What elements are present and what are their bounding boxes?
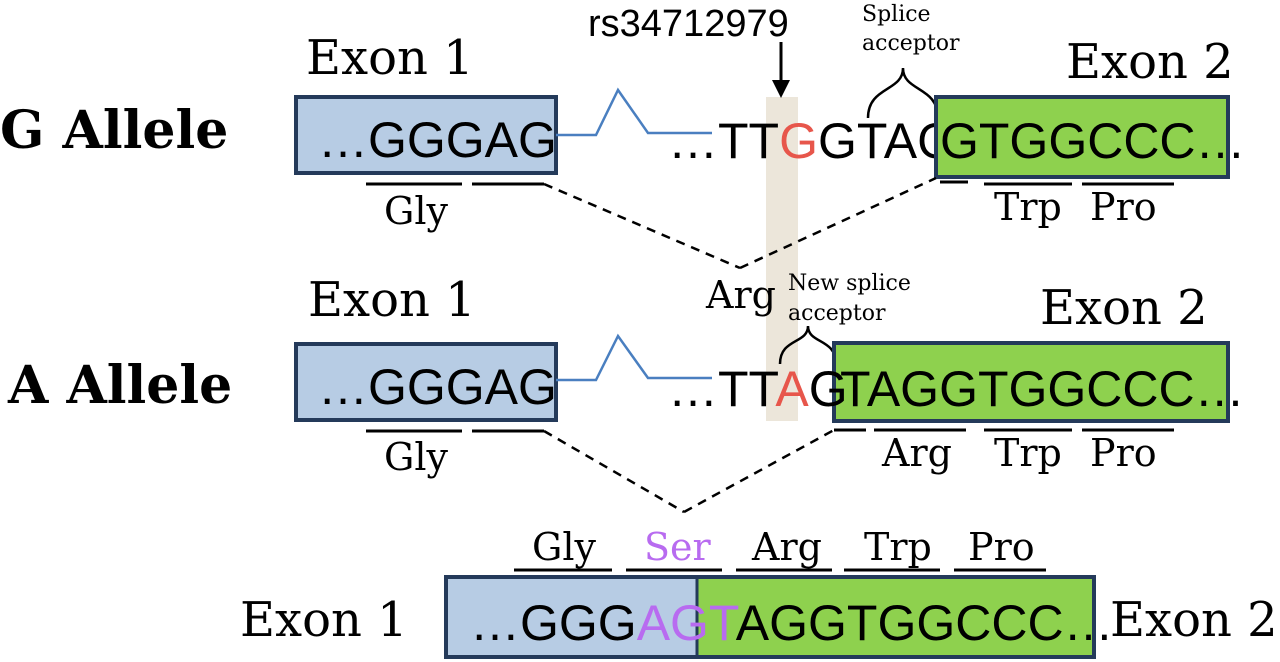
a-codon-pro: Pro [1090,431,1157,475]
g-intron-sequence: …TTGGTAG [668,113,956,169]
snp-arrow-head [772,80,790,98]
g-intron-line [556,87,712,137]
result-exon1-box [446,577,698,657]
a-exon1-sequence: …GGGAG [318,359,557,415]
result-exon2-title: Exon 2 [1110,592,1278,648]
result-codon-arg: Arg [751,525,822,569]
g-exon2-box [934,95,1230,179]
a-splice-dash-right [683,428,835,514]
result-codon-gly: Gly [532,525,597,569]
a-codon-trp: Trp [994,431,1062,475]
g-codon-gly: Gly [384,189,449,233]
a-splice-dash-left [543,429,685,514]
a-exon1-box [294,342,558,422]
g-splice-brace [866,67,940,119]
result-codon-trp: Trp [864,525,932,569]
result-codon-pro: Pro [968,525,1035,569]
a-intron-prefix: …TT [668,361,779,417]
g-allele-label: G Allele [0,100,228,161]
g-variant-base: G [779,113,818,169]
a-exon2-title: Exon 2 [1040,280,1208,336]
result-seq-exon1: …GGG [470,595,637,651]
g-splice-label-line2: acceptor [862,31,960,56]
result-transcript-border [444,575,1096,659]
snp-id-label: rs34712979 [588,3,789,45]
a-exon1-title: Exon 1 [308,272,476,328]
a-splice-label-line2: acceptor [788,301,886,326]
g-codon-pro: Pro [1090,185,1157,229]
g-exon2-title: Exon 2 [1066,34,1234,90]
a-codon-gly: Gly [384,435,449,479]
a-intron-sequence: …TTAG [668,361,848,417]
result-exon2-box [696,577,1094,657]
a-variant-base: A [775,361,809,417]
a-exon2-box [832,341,1230,423]
a-codon-arg: Arg [881,431,952,475]
g-exon1-title: Exon 1 [306,30,474,86]
a-intron-line [556,333,712,382]
snp-highlight-band [766,97,798,421]
g-codon-trp: Trp [994,185,1062,229]
g-exon2-sequence: GTGGCCC… [940,113,1246,169]
g-splice-dash-right [739,176,937,270]
g-splice-dash-left [543,182,741,270]
a-exon2-sequence: TAGGTGGCCC… [840,361,1245,417]
result-codon-ser: Ser [644,525,712,569]
a-allele-label: A Allele [7,355,232,416]
result-seq-exon2: AGGTGGCCC… [736,595,1114,651]
g-exon1-box [294,95,558,175]
g-splice-label-line1: Splice [862,2,931,27]
g-intron-suffix: GTAG [818,113,956,169]
result-sequence: …GGGAGTAGGTGGCCC… [470,595,1114,651]
result-seq-new-codon: AGT [637,595,739,651]
a-splice-brace [778,325,838,365]
junction-codon-arg: Arg [705,273,776,317]
result-exon1-title: Exon 1 [240,592,408,648]
g-intron-prefix: …TT [668,113,779,169]
g-exon1-sequence: …GGGAG [318,112,557,168]
a-intron-suffix: G [809,361,848,417]
a-splice-label-line1: New splice [788,271,911,296]
